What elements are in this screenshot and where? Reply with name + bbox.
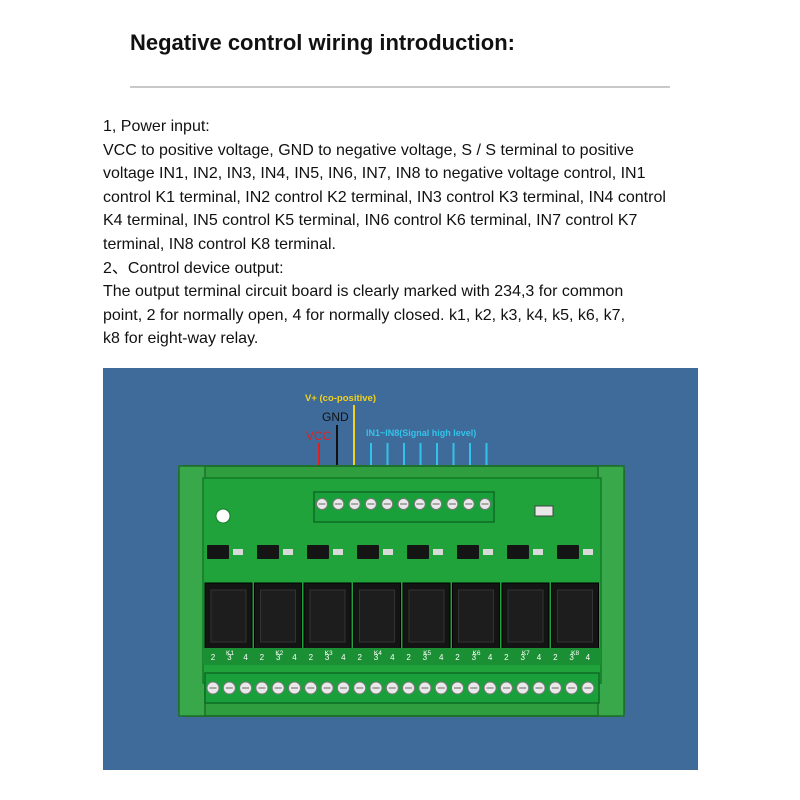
top-terminal-screws	[316, 498, 491, 510]
terminal-number: 4	[537, 653, 542, 662]
relay-label: K8	[571, 650, 579, 657]
text-line: The output terminal circuit board is cle…	[103, 283, 624, 301]
terminal-number: 3	[325, 653, 330, 662]
optocoupler	[357, 545, 379, 559]
text-line: K4 terminal, IN5 control K5 terminal, IN…	[103, 212, 638, 230]
terminal-number: 4	[292, 653, 297, 662]
status-led	[534, 505, 554, 517]
terminal-number: 3	[520, 653, 525, 662]
vcc-label: VCC	[306, 429, 332, 443]
title-divider	[130, 86, 670, 88]
optocoupler	[207, 545, 229, 559]
optocoupler	[257, 545, 279, 559]
optocoupler	[407, 545, 429, 559]
terminal-number: 2	[406, 653, 411, 662]
relay-label-area	[210, 589, 247, 643]
optocoupler	[557, 545, 579, 559]
relay-label-area	[309, 589, 346, 643]
terminal-number: 4	[586, 653, 591, 662]
terminal-number-strip	[203, 648, 601, 665]
terminal-number: 2	[455, 653, 460, 662]
terminal-number: 4	[390, 653, 395, 662]
relay-board-illustration: V+ (co-positive) GND VCC IN1~IN8(Signal …	[103, 368, 698, 770]
resistor	[383, 549, 393, 555]
text-line: terminal, IN8 control K8 terminal.	[103, 235, 336, 253]
text-line: voltage IN1, IN2, IN3, IN4, IN5, IN6, IN…	[103, 165, 646, 183]
rail-clip-left	[178, 465, 206, 717]
terminal-number: 2	[504, 653, 509, 662]
relay-label: K7	[522, 650, 530, 657]
relay-label-area	[359, 589, 395, 643]
relay-label: K6	[473, 650, 481, 657]
relay-label-area	[557, 589, 593, 643]
relay-label: K5	[423, 650, 431, 657]
resistor	[583, 549, 593, 555]
inputs-label: IN1~IN8(Signal high level)	[366, 428, 476, 438]
relay-label-area	[408, 589, 445, 643]
resistor	[533, 549, 543, 555]
rail-clip-right	[597, 465, 625, 717]
terminal-number: 2	[309, 653, 314, 662]
text-line: k8 for eight-way relay.	[103, 330, 259, 348]
optocoupler	[457, 545, 479, 559]
relay-label-area	[260, 589, 296, 643]
terminal-number: 2	[211, 653, 216, 662]
optocoupler	[307, 545, 329, 559]
page-title: Negative control wiring introduction:	[130, 30, 515, 55]
relay-label-area	[507, 589, 544, 643]
terminal-number: 4	[341, 653, 346, 662]
relay-label: K2	[275, 650, 283, 657]
optocoupler-row	[207, 545, 593, 559]
gnd-label: GND	[322, 410, 349, 424]
relay-board-figure: V+ (co-positive) GND VCC IN1~IN8(Signal …	[103, 368, 698, 770]
text-line: control K1 terminal, IN2 control K2 term…	[103, 188, 666, 206]
resistor	[333, 549, 343, 555]
text-line: VCC to positive voltage, GND to negative…	[103, 141, 634, 159]
terminal-number: 4	[488, 653, 493, 662]
text-line: 1, Power input:	[103, 118, 210, 135]
terminal-number: 4	[243, 653, 248, 662]
terminal-number: 3	[227, 653, 232, 662]
terminal-number: 2	[553, 653, 558, 662]
terminal-number: 3	[276, 653, 281, 662]
terminal-number: 2	[260, 653, 265, 662]
resistor	[483, 549, 493, 555]
wiring-description: 1, Power input: VCC to positive voltage,…	[103, 115, 753, 351]
relay-row	[204, 582, 599, 650]
terminal-number: 3	[472, 653, 477, 662]
terminal-number: 2	[357, 653, 362, 662]
vplus-label: V+ (co-positive)	[305, 393, 376, 404]
text-line: point, 2 for normally open, 4 for normal…	[103, 306, 626, 324]
resistor	[283, 549, 293, 555]
terminal-number: 3	[569, 653, 574, 662]
optocoupler	[507, 545, 529, 559]
relay-label: K4	[374, 650, 382, 657]
bottom-terminal-screws	[206, 681, 595, 695]
relay-label: K1	[226, 650, 234, 657]
relay-label-area	[458, 589, 494, 643]
terminal-number: 3	[423, 653, 428, 662]
terminal-number: 4	[439, 653, 444, 662]
text-line: 2、Control device output:	[103, 259, 284, 277]
mounting-hole	[215, 508, 231, 524]
resistor	[433, 549, 443, 555]
terminal-number: 3	[374, 653, 379, 662]
terminal-numbers: 2 3 4 2 3 4 2 3 4 2 3 4 2 3 4 2 3 4 2 3 4 2 3 4 K1 K2 K3 K4 K5 K6 K7 K8	[211, 650, 591, 662]
resistor	[233, 549, 243, 555]
relay-label: K3	[325, 650, 333, 657]
